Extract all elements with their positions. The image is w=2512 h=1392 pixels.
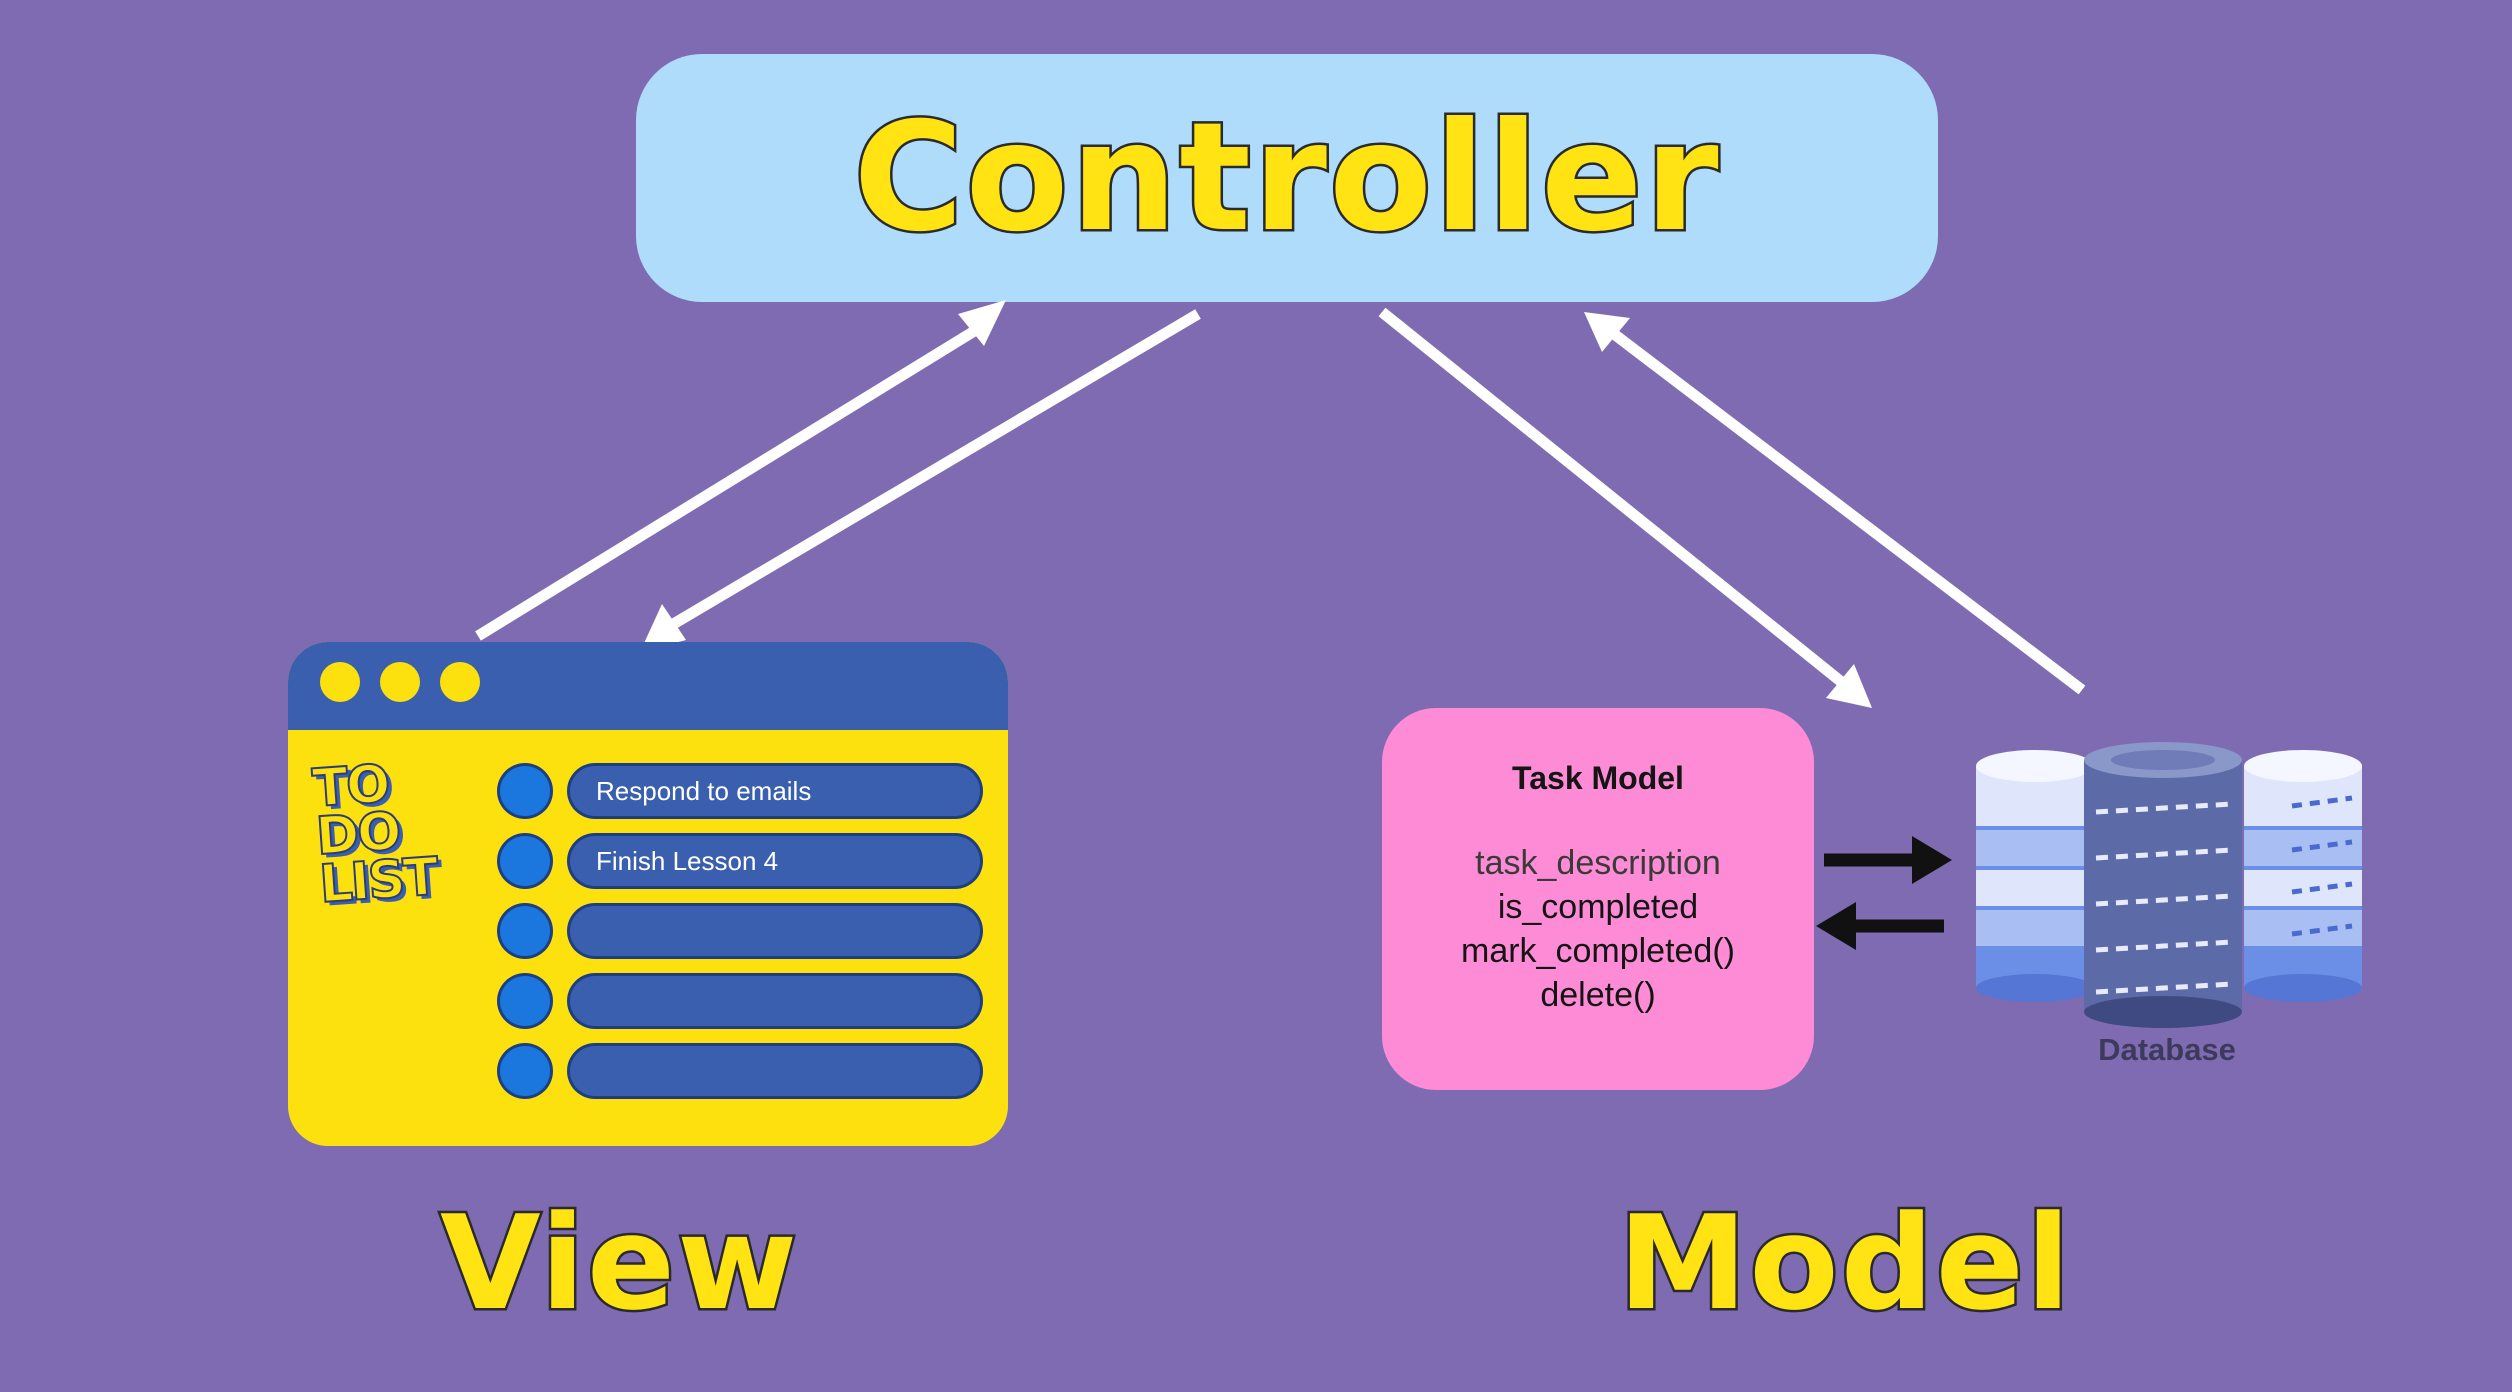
arrow-view-to-controller-head: [958, 300, 1006, 346]
window-dot-icon: [320, 662, 360, 702]
task-model-box: Task Model task_description is_completed…: [1382, 708, 1814, 1090]
task-model-field: delete(): [1540, 976, 1656, 1014]
arrow-model-to-controller: [1610, 329, 2086, 695]
window-dot-icon: [440, 662, 480, 702]
todo-item: [500, 904, 980, 958]
database-label: Database: [2098, 1032, 2236, 1067]
todo-item-text: Respond to emails: [570, 766, 980, 816]
task-model-title: Task Model: [1512, 760, 1684, 796]
todo-checkbox-icon: [500, 836, 550, 886]
todo-list-logo: TO DO LIST: [310, 753, 471, 916]
todo-item: Respond to emails: [500, 764, 980, 818]
view-label: View: [437, 1187, 800, 1339]
todo-checkbox-icon: [500, 906, 550, 956]
arrow-controller-to-model: [1378, 307, 1848, 689]
controller-box: Controller: [636, 54, 1938, 302]
arrow-model-to-controller-head: [1584, 312, 1630, 352]
todo-logo-line: LIST: [316, 846, 439, 916]
todo-item-text: [570, 976, 980, 1026]
task-model-field: mark_completed(): [1461, 932, 1735, 970]
arrow-controller-to-view: [667, 309, 1201, 631]
task-model-field: is_completed: [1497, 888, 1699, 926]
todo-item: [500, 1044, 980, 1098]
controller-label: Controller: [851, 91, 1721, 265]
todo-checkbox-icon: [500, 976, 550, 1026]
arrow-taskmodel-to-database-head: [1912, 836, 1952, 884]
todo-item-text: [570, 906, 980, 956]
database-icon: [1976, 742, 2362, 1028]
database-cylinder-left: [1976, 750, 2094, 1002]
view-window: TO DO LIST Respond to emails Finish Less…: [288, 642, 1008, 1146]
todo-item: Finish Lesson 4: [500, 834, 980, 888]
window-dot-icon: [380, 662, 420, 702]
model-label: Model: [1615, 1187, 2073, 1339]
arrow-view-to-controller: [475, 325, 979, 641]
database-cylinder-right: [2244, 750, 2362, 1002]
todo-checkbox-icon: [500, 1046, 550, 1096]
task-model-field: task_description: [1475, 844, 1721, 882]
arrow-controller-to-model-head: [1826, 664, 1872, 708]
todo-item: [500, 974, 980, 1028]
todo-logo-line: TO DO: [310, 753, 403, 868]
todo-item-text: [570, 1046, 980, 1096]
database-cylinder-center: [2084, 742, 2242, 1028]
todo-checkbox-icon: [500, 766, 550, 816]
arrow-database-to-taskmodel-head: [1816, 902, 1856, 950]
todo-item-text: Finish Lesson 4: [570, 836, 980, 886]
